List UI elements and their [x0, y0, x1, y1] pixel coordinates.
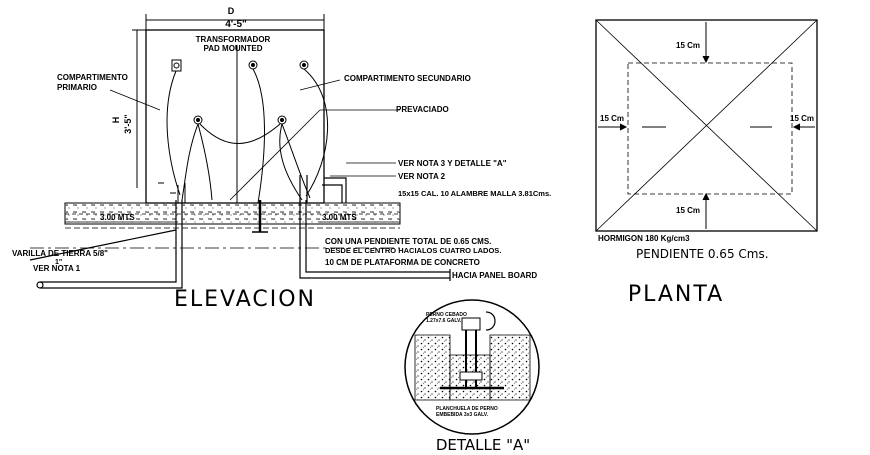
- secondary-step: [299, 175, 347, 203]
- plan-slope-label: PENDIENTE 0.65 Cms.: [636, 247, 769, 261]
- detail-bottom-label-1: PLANCHUELA DE PERNO: [436, 406, 498, 412]
- conduits: [29, 200, 451, 289]
- note3-label: VER NOTA 3 Y DETALLE "A": [398, 159, 507, 168]
- detail-top-label-1: PERNO CEBADO: [426, 312, 467, 318]
- plan-outer: [595, 19, 818, 232]
- detail-top-label-2: 1.27x7.6 GALV.: [426, 318, 462, 324]
- width-value: 4'-5": [225, 19, 247, 30]
- plan-title: PLANTA: [628, 282, 724, 307]
- transformer-title-1: TRANSFORMADOR: [196, 35, 271, 44]
- mesh-label: 15x15 CAL. 10 ALAMBRE MALLA 3.81Cms.: [398, 189, 551, 198]
- plan-bottom-dim: 15 Cm: [676, 206, 700, 215]
- transformer-title-2: PAD MOUNTED: [204, 44, 263, 53]
- tick-mark: 1": [55, 259, 62, 266]
- plan-left-dim: 15 Cm: [600, 114, 624, 123]
- right-slab-dim: 3.00 MTS: [322, 213, 357, 222]
- slope-line-3: 10 CM DE PLATAFORMA DE CONCRETO: [325, 258, 480, 267]
- slab-dims: [65, 221, 400, 229]
- detail-a: PERNO CEBADO 1.27x7.6 GALV. PLANCHUELA D…: [404, 299, 540, 454]
- plan-dim-arrows: [598, 22, 815, 229]
- slope-line-2: DESDE EL CENTRO HACIALOS CUATRO LADOS.: [325, 246, 501, 255]
- elevation-view: D 4'-5" H 3'-5" TRANSFORMADOR PAD MOUNTE…: [12, 6, 551, 312]
- primary-label-1: COMPARTIMENTO: [57, 73, 128, 82]
- height-value: 3'-5": [123, 114, 133, 133]
- detail-circle: [404, 299, 540, 435]
- height-dimension: [132, 29, 146, 188]
- primary-terminals: [158, 182, 186, 203]
- plan-top-dim: 15 Cm: [676, 41, 700, 50]
- plan-diagonals: [595, 19, 818, 232]
- leaders: [109, 79, 400, 201]
- detail-bolt: [440, 311, 504, 390]
- detail-title: DETALLE "A": [436, 436, 530, 454]
- transformer-body: [145, 29, 325, 204]
- detail-concrete: [414, 334, 531, 401]
- left-slab-dim: 3.00 MTS: [100, 213, 135, 222]
- primary-label-2: PRIMARIO: [57, 83, 97, 92]
- note2-label: VER NOTA 2: [398, 172, 446, 181]
- detail-bottom-label-2: EMBEBIDA 3x3 GALV.: [436, 412, 489, 418]
- plan-right-dim: 15 Cm: [790, 114, 814, 123]
- ground-rod-label: VARILLA DE TIERRA 5/8": [12, 249, 108, 258]
- secondary-label: COMPARTIMENTO SECUNDARIO: [344, 74, 471, 83]
- height-letter: H: [111, 117, 121, 124]
- prevaciado-label: PREVACIADO: [396, 105, 449, 114]
- plan-view: 15 Cm 15 Cm 15 Cm 15 Cm HORMIGON 180 Kg/…: [595, 19, 818, 307]
- note1-label: VER NOTA 1: [33, 264, 81, 273]
- elevation-title: ELEVACION: [174, 287, 316, 312]
- width-dimension: [145, 14, 325, 30]
- slope-line-1: CON UNA PENDIENTE TOTAL DE 0.65 CMS.: [325, 237, 491, 246]
- plan-concrete-label: HORMIGON 180 Kg/cm3: [598, 234, 690, 243]
- width-letter: D: [228, 6, 235, 16]
- concrete-slab: [64, 202, 401, 225]
- panel-label: HACIA PANEL BOARD: [452, 271, 537, 280]
- plan-inner: [627, 62, 793, 195]
- bushings: [171, 59, 309, 125]
